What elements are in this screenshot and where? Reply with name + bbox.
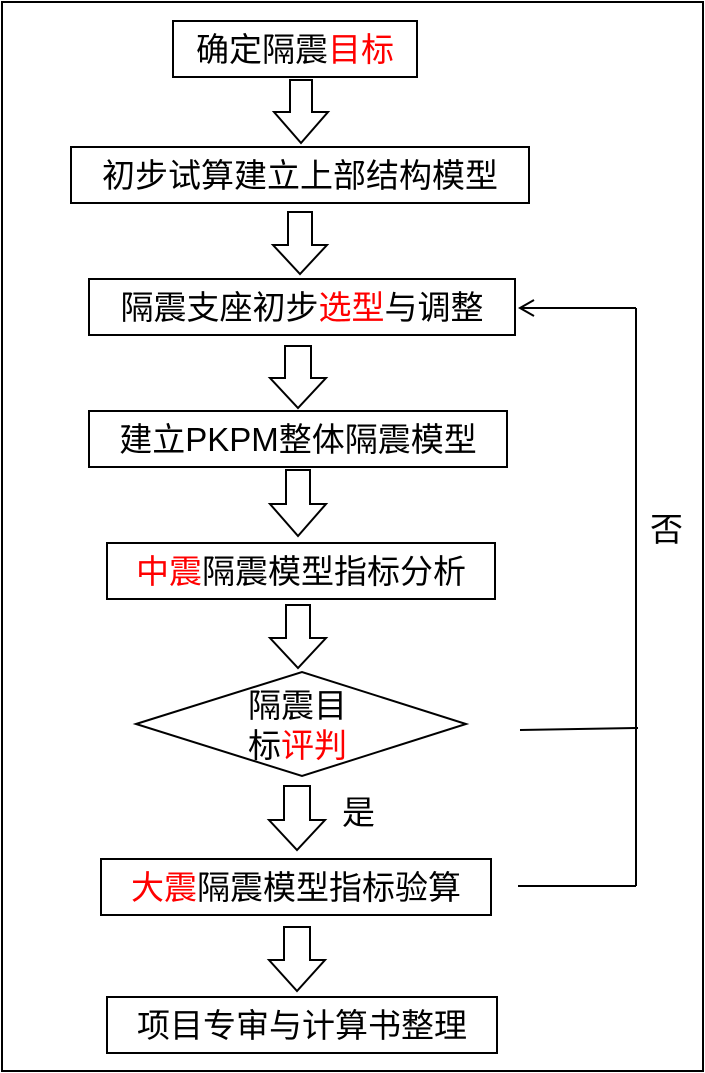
yes-label: 是 [342,794,375,831]
step-3-highlight: 选型 [318,288,385,326]
step-review-and-report: 项目专审与计算书整理 [106,996,498,1054]
step-7-highlight: 大震 [131,868,197,906]
step-1-text: 确定隔震 [196,30,328,68]
step-2-text: 初步试算建立上部结构模型 [102,156,498,194]
step-3-text-b: 与调整 [384,288,484,326]
down-arrow-4 [267,469,329,538]
step-3-text-a: 隔震支座初步 [120,288,319,326]
decision-line-2-text: 标 [248,727,281,764]
step-bearing-selection: 隔震支座初步选型与调整 [88,278,516,336]
no-label: 否 [650,511,683,548]
step-1-highlight: 目标 [328,30,394,68]
loop-arrowhead-icon [517,299,535,317]
loop-line-from-decision [519,727,639,731]
step-pkpm-model: 建立PKPM整体隔震模型 [88,410,508,468]
decision-label: 隔震目 标评判 [248,686,347,766]
down-arrow-1 [271,79,331,145]
step-7-text: 隔震模型指标验算 [197,868,461,906]
step-determine-target: 确定隔震目标 [172,20,418,78]
decision-line-2-highlight: 评判 [281,727,347,764]
down-arrow-6 [266,785,328,852]
step-preliminary-model: 初步试算建立上部结构模型 [70,146,530,204]
step-4-text: 建立PKPM整体隔震模型 [119,420,477,458]
step-5-highlight: 中震 [136,552,202,590]
step-major-quake-check: 大震隔震模型指标验算 [100,858,492,916]
decision-line-1: 隔震目 [248,687,347,724]
step-moderate-quake-analysis: 中震隔震模型指标分析 [106,542,496,600]
down-arrow-2 [270,211,330,276]
step-8-text: 项目专审与计算书整理 [137,1006,467,1044]
step-5-text: 隔震模型指标分析 [202,552,466,590]
down-arrow-7 [266,926,328,993]
down-arrow-5 [267,604,329,670]
down-arrow-3 [267,345,329,410]
decision-diamond [132,670,470,778]
decision-line-2: 标评判 [248,726,347,766]
